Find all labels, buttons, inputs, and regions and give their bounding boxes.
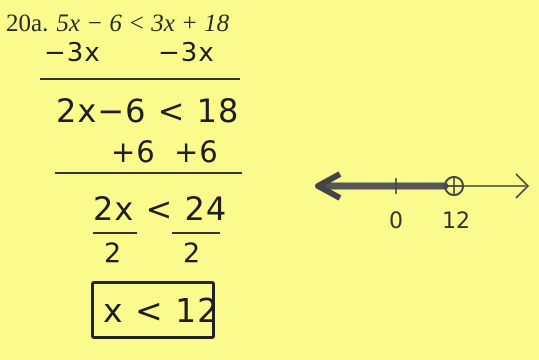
rule-1 xyxy=(40,78,240,80)
step5-right: 2 xyxy=(183,238,202,269)
fraction-bar-left xyxy=(93,232,137,234)
step2: 2x−6 < 18 xyxy=(56,92,240,130)
label-twelve: 12 xyxy=(442,209,470,234)
number-line-right-arrow xyxy=(515,173,530,199)
fraction-bar-right xyxy=(172,232,220,234)
problem-heading: 20a. 5x − 6 < 3x + 18 xyxy=(6,10,229,38)
open-circle-endpoint xyxy=(444,176,464,196)
step3-right: +6 xyxy=(174,135,219,169)
step1-right: −3x xyxy=(158,38,215,68)
step3-left: +6 xyxy=(111,135,156,169)
label-zero: 0 xyxy=(389,209,403,234)
step4: 2x < 24 xyxy=(93,190,228,228)
answer-box xyxy=(91,281,215,339)
number-line: 0 12 xyxy=(315,171,530,234)
step1-left: −3x xyxy=(44,38,101,68)
problem-number: 20a. xyxy=(6,10,49,37)
final-answer: x < 12 xyxy=(103,291,220,330)
solution-ray-arrowhead xyxy=(315,171,342,201)
rule-2 xyxy=(55,172,242,174)
problem-equation: 5x − 6 < 3x + 18 xyxy=(56,10,230,37)
step5-left: 2 xyxy=(104,238,123,269)
